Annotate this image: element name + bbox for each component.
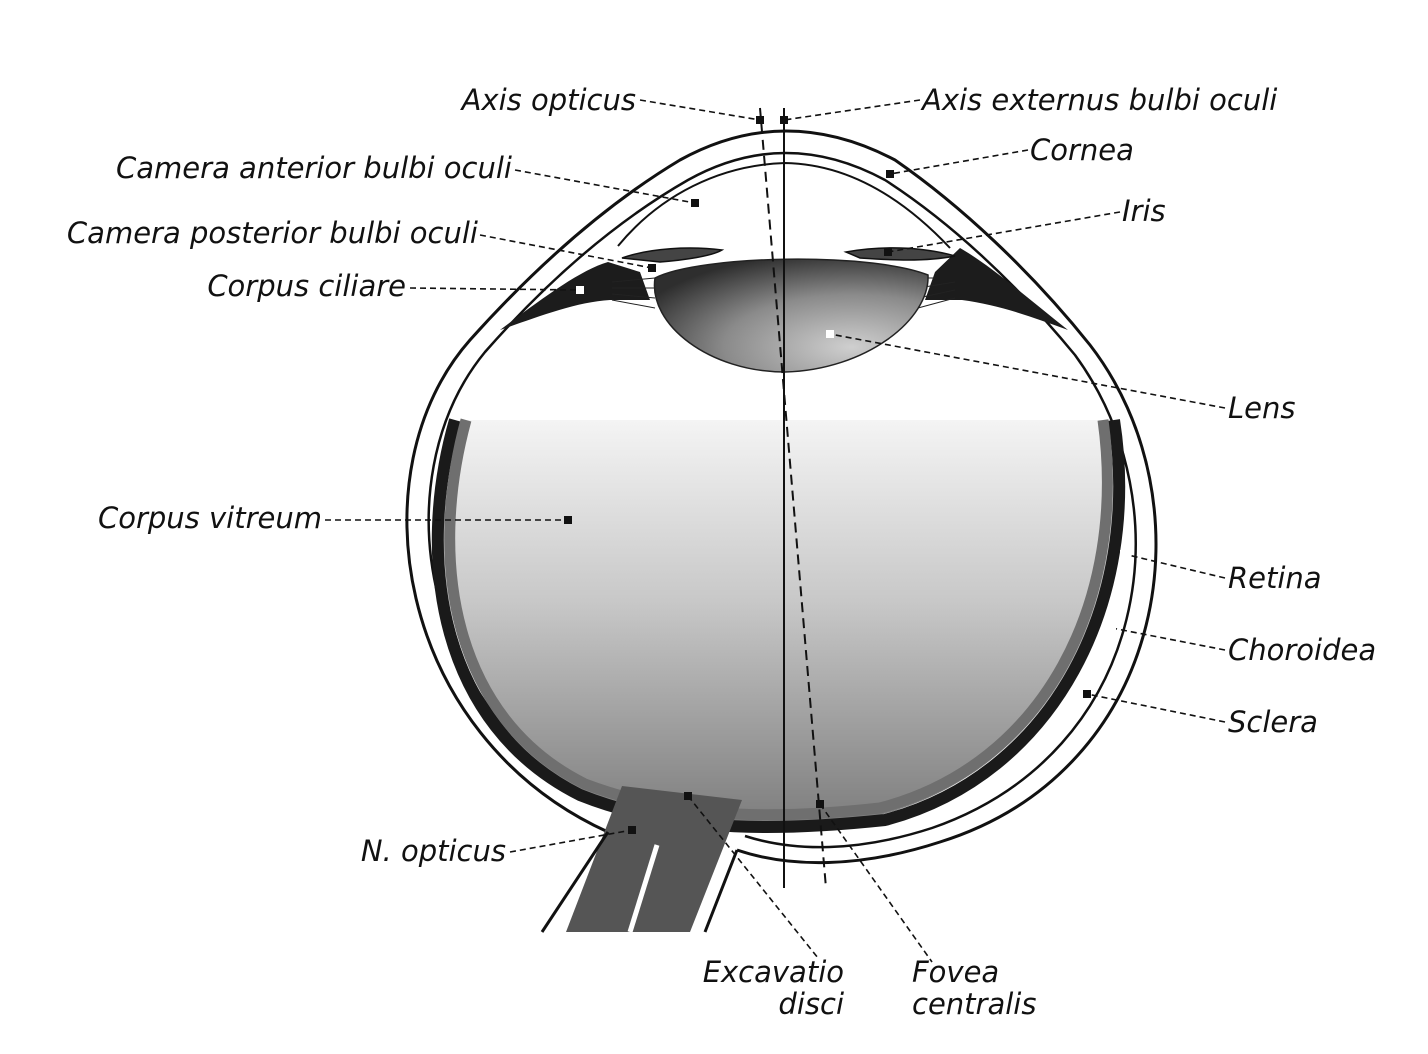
central-vessel	[627, 844, 660, 933]
choroid-layer	[431, 418, 1126, 834]
label-excavatio-line2: disci	[778, 987, 844, 1021]
sclera-inner	[427, 151, 1137, 849]
label-fovea-line2: centralis	[912, 987, 1037, 1021]
label-n-opticus: N. opticus	[360, 834, 506, 868]
label-retina: Retina	[1228, 561, 1322, 595]
iris-right	[843, 247, 956, 261]
lens	[653, 258, 929, 373]
label-corpus-ciliare: Corpus ciliare	[207, 269, 406, 303]
ciliary-body-left	[500, 262, 650, 330]
label-lens: Lens	[1228, 391, 1296, 425]
sclera-outer	[405, 129, 1158, 865]
label-excavatio-line1: Excavatio	[702, 955, 844, 989]
vitreous-body	[442, 420, 1115, 823]
axis-opticus-line	[759, 107, 827, 889]
label-camera-anterior: Camera anterior bulbi oculi	[116, 151, 512, 185]
ciliary-body-right	[925, 248, 1068, 330]
label-sclera: Sclera	[1228, 705, 1318, 739]
label-corpus-vitreum: Corpus vitreum	[97, 501, 322, 535]
label-axis-externus: Axis externus bulbi oculi	[922, 83, 1278, 117]
label-fovea-line1: Fovea	[912, 955, 1000, 989]
iris-left	[621, 247, 725, 263]
optic-nerve-sheath-right	[703, 849, 739, 933]
label-iris: Iris	[1122, 194, 1166, 228]
optic-nerve-sheath-left	[540, 831, 610, 933]
label-cornea: Cornea	[1030, 133, 1134, 167]
pointer-markers	[564, 116, 1128, 834]
label-choroidea: Choroidea	[1228, 633, 1377, 667]
label-axis-opticus: Axis opticus	[461, 83, 636, 117]
retina-layer	[444, 418, 1113, 821]
leader-lines	[325, 99, 1226, 963]
label-camera-posterior: Camera posterior bulbi oculi	[66, 216, 478, 250]
